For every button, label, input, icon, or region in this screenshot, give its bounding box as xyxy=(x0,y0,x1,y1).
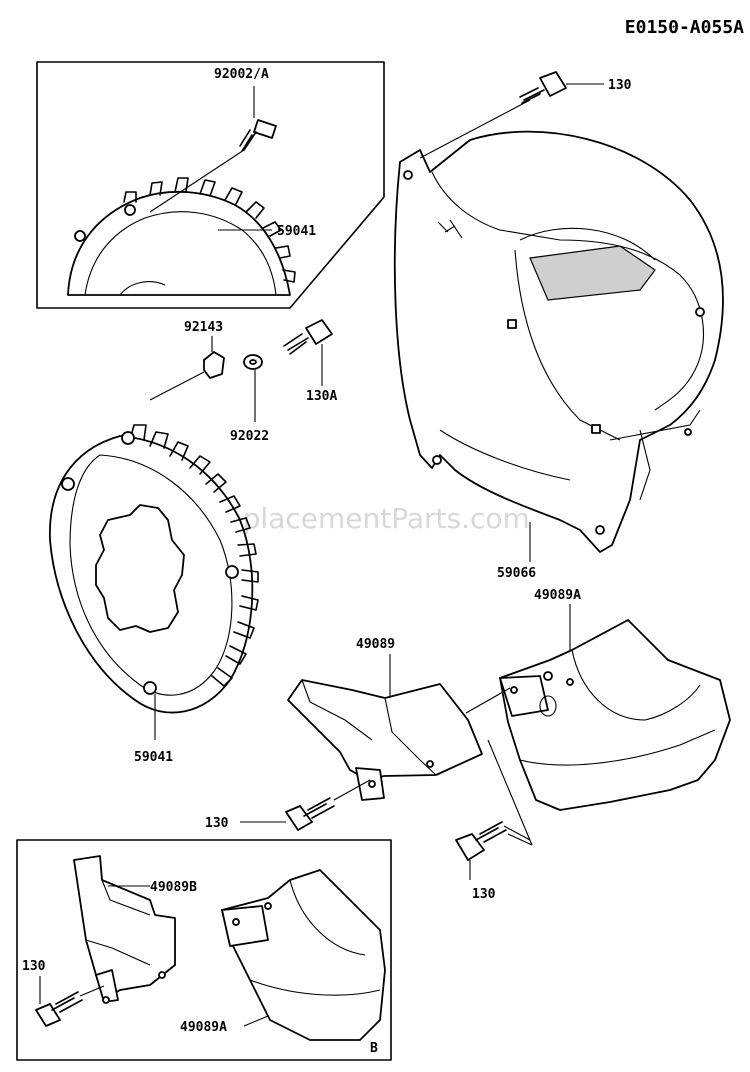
washer-92022 xyxy=(243,354,263,422)
label-130-top: 130 xyxy=(608,78,632,93)
lower-inset-box xyxy=(16,839,392,1061)
guide-49089 xyxy=(287,654,483,801)
bolt-130-mid xyxy=(455,821,531,880)
label-49089A-upper: 49089A xyxy=(534,588,581,603)
inset-flywheel xyxy=(67,177,296,296)
diagram-code: E0150-A055A xyxy=(625,17,744,38)
bolt-130-inset xyxy=(35,976,105,1027)
label-130A: 130A xyxy=(306,389,337,404)
inset-marker: B xyxy=(370,1041,378,1056)
collar-92143 xyxy=(149,336,225,401)
label-59041-main: 59041 xyxy=(134,750,173,765)
label-92002A: 92002/A xyxy=(214,67,269,82)
label-49089A-inset: 49089A xyxy=(180,1020,227,1035)
bolt-130A xyxy=(283,319,333,386)
bolt-130-top xyxy=(519,71,604,104)
label-92143: 92143 xyxy=(184,320,223,335)
fan-housing-59066 xyxy=(393,130,724,553)
upper-inset-box xyxy=(36,61,385,309)
label-59041-inset: 59041 xyxy=(277,224,316,239)
guide-49089B xyxy=(73,855,176,1004)
label-59066: 59066 xyxy=(497,566,536,581)
label-130-left: 130 xyxy=(205,816,229,831)
bolt-92002A xyxy=(149,86,277,213)
label-92022: 92022 xyxy=(230,429,269,444)
label-49089B: 49089B xyxy=(150,880,197,895)
guide-49089A xyxy=(499,604,731,811)
label-130-inset: 130 xyxy=(22,959,46,974)
guide-49089A-inset xyxy=(221,869,386,1041)
label-130-mid: 130 xyxy=(472,887,496,902)
bolt-130-left xyxy=(240,779,371,831)
flywheel-59041 xyxy=(49,424,259,714)
label-49089: 49089 xyxy=(356,637,395,652)
